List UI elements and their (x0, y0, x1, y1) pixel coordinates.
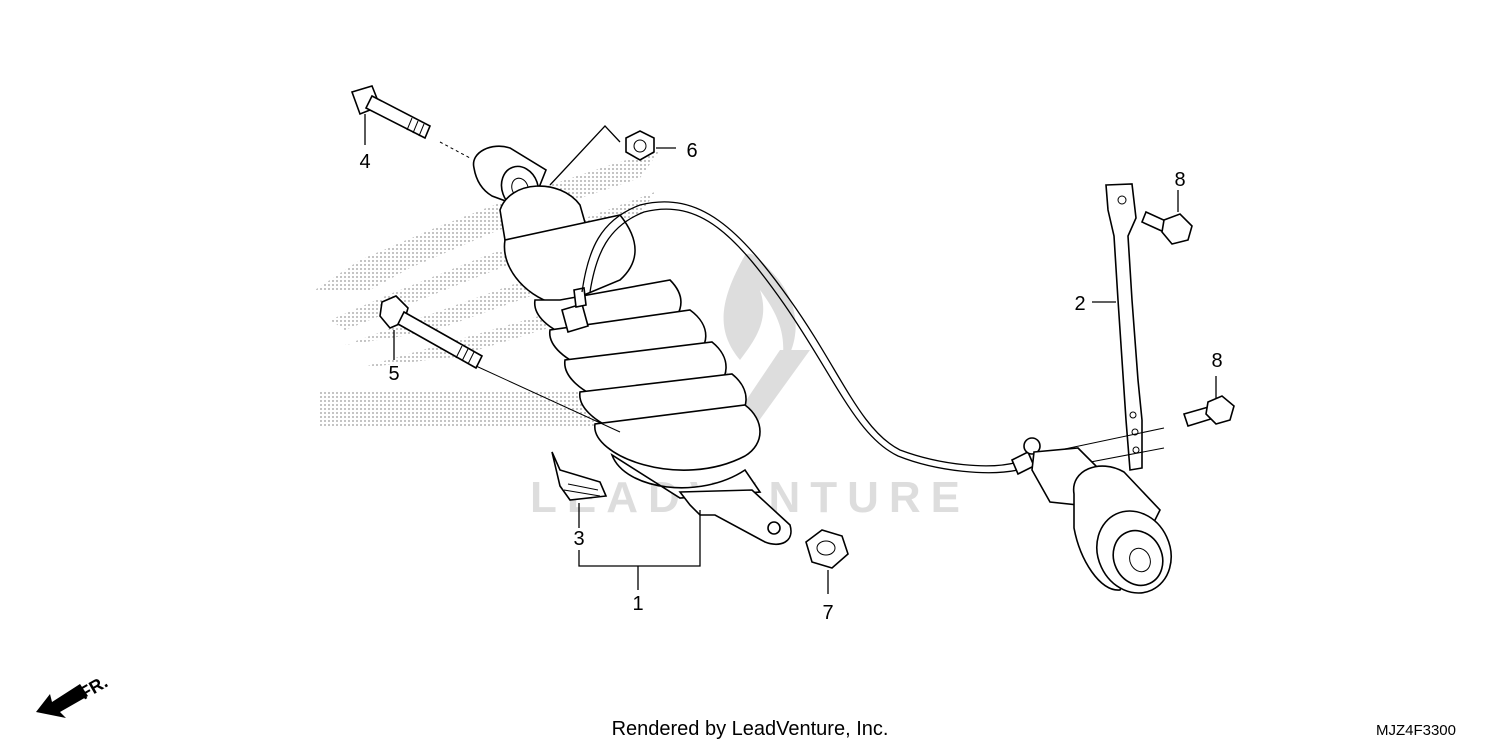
part-5-bolt[interactable] (379, 295, 484, 370)
alignment-line-6 (549, 125, 621, 186)
callout-6: 6 (686, 140, 697, 162)
callout-4: 4 (359, 151, 370, 173)
part-8-bolt-upper[interactable] (1140, 210, 1193, 245)
callout-3: 3 (573, 528, 584, 550)
diagram-code: MJZ4F3300 (1375, 722, 1456, 739)
callout-2: 2 (1074, 293, 1085, 315)
callout-1: 1 (632, 593, 643, 615)
callout-8-upper: 8 (1174, 169, 1185, 191)
preload-hose-inner (589, 208, 1019, 474)
alignment-line-5 (475, 365, 621, 433)
front-direction-arrow: FR. (36, 672, 111, 718)
alignment-line-bracket (1059, 427, 1165, 465)
part-1-rear-shock-absorber[interactable] (472, 145, 792, 546)
callout-5: 5 (388, 363, 399, 385)
part-4-bolt[interactable] (350, 85, 432, 140)
part-2-bracket[interactable] (1105, 183, 1143, 471)
part-3-clip[interactable] (551, 451, 608, 501)
part-8-bolt-lower[interactable] (1182, 395, 1235, 427)
remote-preload-adjuster[interactable] (1010, 437, 1184, 605)
rendered-by-credit: Rendered by LeadVenture, Inc. (611, 718, 889, 740)
preload-hose (581, 201, 1019, 467)
part-6-nut[interactable] (625, 130, 655, 161)
alignment-line-4 (439, 141, 471, 159)
callout-7: 7 (822, 602, 833, 624)
part-7-nut[interactable] (805, 529, 849, 569)
callout-8-lower: 8 (1211, 350, 1222, 372)
leader-bracket-1 (578, 510, 701, 590)
